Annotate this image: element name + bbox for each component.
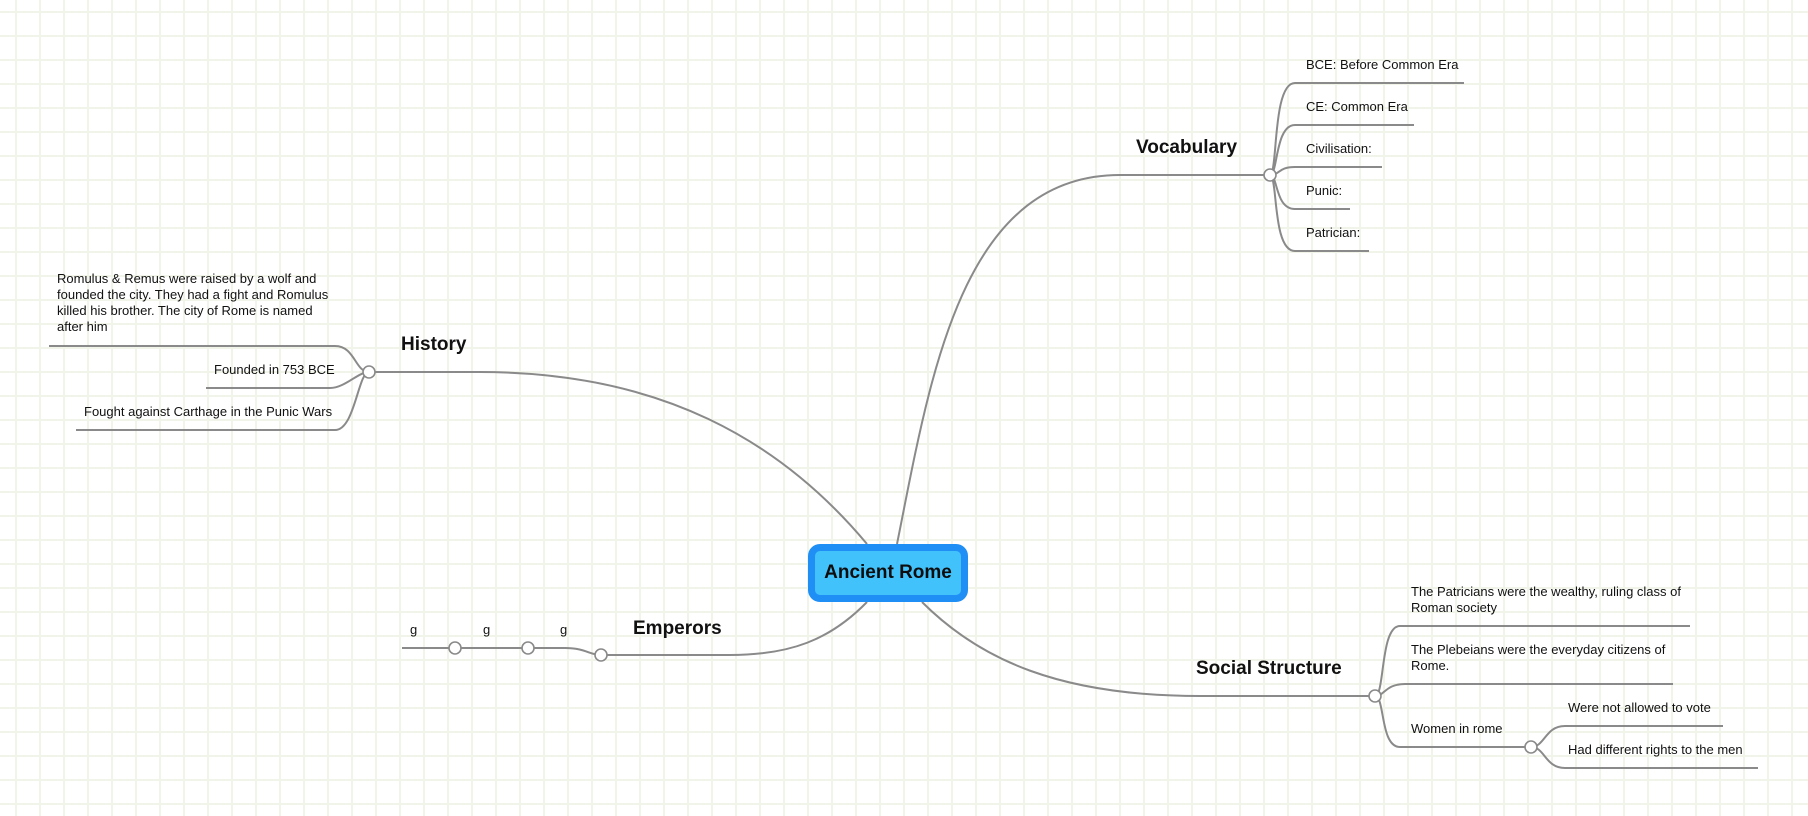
women-item-rights[interactable]: Had different rights to the men <box>1568 742 1743 757</box>
vocab-item-ce[interactable]: CE: Common Era <box>1306 99 1408 114</box>
vocab-item-punic[interactable]: Punic: <box>1306 183 1343 198</box>
emperor-item[interactable]: g <box>410 622 418 637</box>
topic-vocabulary[interactable]: Vocabulary <box>1136 137 1238 158</box>
women-in-rome-collapse-toggle[interactable] <box>1524 740 1538 754</box>
central-topic-label: Ancient Rome <box>824 562 952 583</box>
emperors-collapse-toggle[interactable] <box>594 648 608 662</box>
topic-social-structure[interactable]: Social Structure <box>1196 658 1342 679</box>
emperor-node-toggle[interactable] <box>521 641 535 655</box>
social-item-patricians[interactable]: The Patricians were the wealthy, ruling … <box>1411 584 1681 615</box>
women-item-vote[interactable]: Were not allowed to vote <box>1568 700 1711 715</box>
emperor-item[interactable]: g <box>560 622 568 637</box>
emperor-item[interactable]: g <box>483 622 491 637</box>
vocab-item-patrician[interactable]: Patrician: <box>1306 225 1361 240</box>
vocabulary-collapse-toggle[interactable] <box>1263 168 1277 182</box>
social-structure-collapse-toggle[interactable] <box>1368 689 1382 703</box>
history-item-founded[interactable]: Founded in 753 BCE <box>214 362 335 377</box>
history-item-romulus-remus[interactable]: Romulus & Remus were raised by a wolf an… <box>57 271 329 334</box>
topic-emperors[interactable]: Emperors <box>633 618 722 639</box>
social-item-plebeians[interactable]: The Plebeians were the everyday citizens… <box>1411 642 1666 673</box>
central-topic[interactable]: Ancient Rome <box>808 544 968 602</box>
vocab-item-bce[interactable]: BCE: Before Common Era <box>1306 57 1459 72</box>
vocab-item-civilisation[interactable]: Civilisation: <box>1306 141 1372 156</box>
history-item-carthage[interactable]: Fought against Carthage in the Punic War… <box>84 404 333 419</box>
social-item-women-in-rome[interactable]: Women in rome <box>1411 721 1503 736</box>
history-collapse-toggle[interactable] <box>362 365 376 379</box>
topic-history[interactable]: History <box>401 334 467 355</box>
emperor-node-toggle[interactable] <box>448 641 462 655</box>
